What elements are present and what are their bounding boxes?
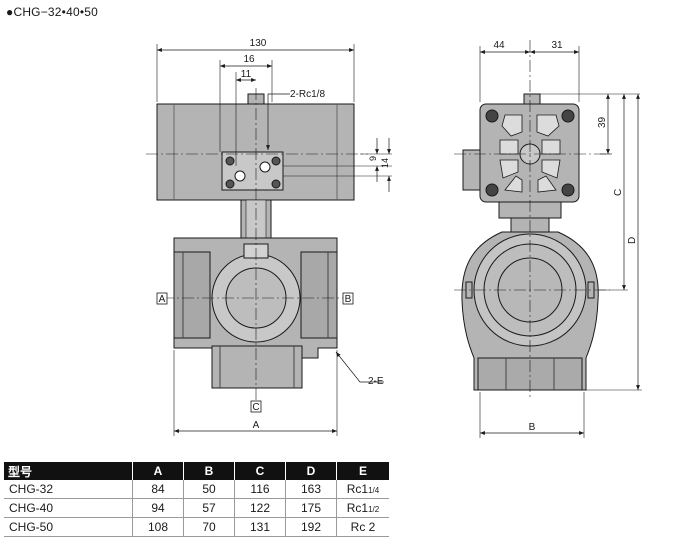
dim-a-label: A (253, 420, 260, 431)
front-bottom-port (211, 345, 303, 389)
marker-b: B (345, 294, 352, 305)
dim-9-label: 9 (368, 156, 378, 161)
cell-a: 108 (132, 517, 184, 537)
cell-a: 84 (132, 480, 184, 499)
table-header-row: 型号 A B C D E (4, 462, 389, 480)
col-b: B (183, 462, 235, 480)
dim-31-label: 31 (551, 40, 563, 51)
cell-d: 163 (285, 480, 337, 499)
dim-b-label: B (529, 422, 536, 433)
marker-a: A (159, 294, 166, 305)
col-e: E (336, 462, 389, 480)
marker-c: C (252, 402, 259, 413)
cell-a: 94 (132, 498, 184, 518)
side-view: 44 31 39 C D B (454, 40, 642, 438)
dim-130-label: 130 (250, 38, 267, 49)
drawing-title: ●CHG−32•40•50 (6, 5, 98, 19)
dim-11-label: 11 (241, 69, 252, 80)
cell-model: CHG-32 (4, 480, 133, 499)
cell-model: CHG-40 (4, 498, 133, 518)
dim-14-label: 14 (380, 158, 390, 168)
cell-e: Rc11/2 (336, 498, 389, 518)
cell-c: 116 (234, 480, 286, 499)
cell-model: CHG-50 (4, 517, 133, 537)
col-model: 型号 (4, 462, 133, 480)
technical-drawing: 130 16 11 2-Rc1/8 9 14 A B C 2-E (146, 38, 642, 438)
cell-e-fraction: 1/4 (368, 486, 380, 495)
cell-d: 175 (285, 498, 337, 518)
dim-d-label: D (627, 237, 638, 244)
table-row: CHG-32 84 50 116 163 Rc11/4 (4, 480, 389, 499)
table-row: CHG-40 94 57 122 175 Rc11/2 (4, 498, 389, 518)
cell-b: 50 (183, 480, 235, 499)
cell-b: 70 (183, 517, 235, 537)
dim-44-label: 44 (493, 40, 505, 51)
dim-16-label: 16 (243, 54, 255, 65)
dimension-table: 型号 A B C D E CHG-32 84 50 116 163 Rc11/4… (4, 462, 389, 537)
port-rc18-label: 2-Rc1/8 (290, 89, 325, 100)
cell-d: 192 (285, 517, 337, 537)
cell-c: 131 (234, 517, 286, 537)
cell-e-fraction: 1/2 (368, 505, 380, 514)
dim-39-label: 39 (597, 116, 608, 128)
cell-e: Rc11/4 (336, 480, 389, 499)
col-a: A (132, 462, 184, 480)
port-e-label: 2-E (368, 376, 384, 387)
dim-c-label: C (613, 189, 624, 196)
col-d: D (285, 462, 337, 480)
cell-e: Rc 2 (336, 517, 389, 537)
table-row: CHG-50 108 70 131 192 Rc 2 (4, 517, 389, 537)
front-view: 130 16 11 2-Rc1/8 9 14 A B C 2-E (146, 38, 392, 436)
cell-c: 122 (234, 498, 286, 518)
col-c: C (234, 462, 286, 480)
cell-b: 57 (183, 498, 235, 518)
